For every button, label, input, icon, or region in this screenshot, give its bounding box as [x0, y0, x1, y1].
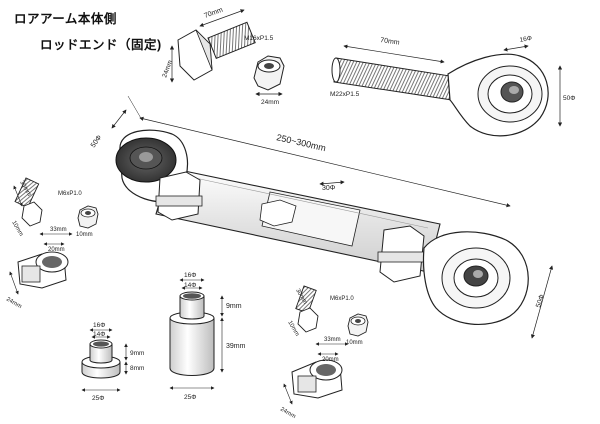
arm-eye-dia-right-label: 50Φ — [535, 293, 546, 308]
clamp-outer-right-label: 33mm — [324, 337, 341, 343]
clamp-inner-left-label: 20mm — [48, 247, 65, 253]
sleeve-h1-label: 9mm — [226, 303, 242, 310]
rod-eye-dia-label: 50Φ — [563, 95, 575, 102]
small-bolt-right — [295, 285, 319, 333]
sleeve-top-inner-label: 14Φ — [184, 282, 196, 289]
sleeve-base-label: 25Φ — [184, 394, 196, 401]
collar-h1-label: 9mm — [130, 350, 144, 357]
nut-m16 — [253, 55, 285, 97]
collar-top-inner-label: 14Φ — [93, 331, 105, 338]
collar-top-outer-label: 16Φ — [93, 322, 105, 329]
lower-arm-assembly — [111, 95, 554, 339]
small-bolt-thread-right-label: M6xP1.0 — [330, 296, 354, 302]
nut-size-label: 24mm — [261, 99, 279, 106]
title-block: ロアアーム本体側 ロッドエンド（固定) — [14, 8, 162, 53]
small-nut-right — [347, 313, 369, 337]
rod-thread-length-label: 70mm — [380, 37, 400, 47]
small-bolt-thread-left-label: M6xP1.0 — [58, 191, 82, 197]
bolt-length-label: 70mm — [203, 7, 224, 20]
rod-bore-label: 16Φ — [519, 35, 532, 44]
arm-length-label: 250~300mm — [276, 132, 327, 153]
clamp-outer-left-label: 33mm — [50, 227, 67, 233]
clamp-depth-left-label: 24mm — [5, 297, 22, 311]
rod-thread-label: M22xP1.5 — [330, 91, 360, 98]
rod-end-top — [331, 44, 563, 137]
arm-tube-dia-label: 30Φ — [322, 185, 336, 192]
sleeve-top-outer-label: 16Φ — [184, 272, 196, 279]
small-bolt-head-left-label: 10mm — [10, 220, 24, 237]
bolt-m16 — [169, 9, 256, 83]
clamp-depth-right-label: 24mm — [279, 407, 296, 421]
small-nut-left — [77, 205, 99, 229]
small-nut-right-label: 10mm — [346, 340, 363, 346]
collar-h2-label: 8mm — [130, 365, 144, 372]
title-line-1: ロアアーム本体側 — [14, 12, 117, 26]
small-bolt-head-right-label: 10mm — [286, 320, 300, 337]
clamp-left — [9, 232, 73, 295]
title-line-2: ロッドエンド（固定) — [40, 38, 162, 52]
sleeve-long — [169, 278, 224, 390]
bolt-thread-label: M16xP1.5 — [244, 35, 274, 42]
clamp-inner-right-label: 20mm — [322, 357, 339, 363]
collar-small — [81, 328, 128, 392]
clamp-right — [283, 342, 349, 405]
small-nut-left-label: 10mm — [76, 232, 93, 238]
sleeve-h2-label: 39mm — [226, 343, 246, 350]
arm-eye-dia-label: 50Φ — [90, 134, 104, 149]
small-bolt-left — [13, 177, 43, 227]
collar-base-label: 25Φ — [92, 395, 104, 402]
